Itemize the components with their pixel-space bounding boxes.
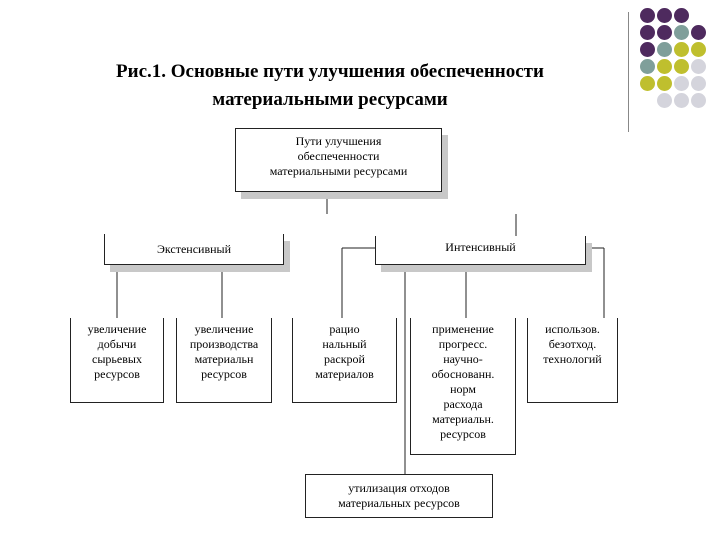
leaf-line: увеличение <box>87 322 147 336</box>
leaf-node-increase-production: увеличение производства материальн ресур… <box>176 318 272 403</box>
root-node-line: материальными ресурсами <box>269 164 408 178</box>
decor-dot <box>640 8 655 23</box>
decor-dot <box>640 76 655 91</box>
decor-dot <box>657 93 672 108</box>
leaf-node-progressive-norms: применение прогресс. научно- обоснованн.… <box>410 318 516 455</box>
decor-divider <box>628 12 629 132</box>
leaf-node-rational-cutting: рацио нальный раскрой материалов <box>292 318 397 403</box>
leaf-line: нальный <box>322 337 367 351</box>
leaf-line: ресурсов <box>94 367 140 381</box>
decor-dot <box>674 25 689 40</box>
root-node-line: обеспеченности <box>297 149 380 163</box>
decor-dot <box>657 42 672 57</box>
decor-dot <box>657 8 672 23</box>
leaf-line: производства <box>189 337 259 351</box>
leaf-line: безотход. <box>548 337 597 351</box>
leaf-line: норм <box>450 382 476 396</box>
decor-dot <box>657 76 672 91</box>
leaf-line: научно- <box>443 352 483 366</box>
bottom-node-waste-utilization: утилизация отходов материальных ресурсов <box>305 474 493 518</box>
decor-dot <box>640 25 655 40</box>
leaf-line: рацио <box>329 322 360 336</box>
intensive-node: Интенсивный <box>375 236 586 265</box>
figure-title-line2: материальными ресурсами <box>212 89 448 110</box>
decor-dot <box>674 76 689 91</box>
root-node-line: Пути улучшения <box>295 134 382 148</box>
leaf-line: материальн. <box>432 412 494 426</box>
leaf-line: увеличение <box>194 322 254 336</box>
leaf-line: материальн <box>194 352 254 366</box>
intensive-label: Интенсивный <box>445 240 516 254</box>
leaf-line: технологий <box>543 352 602 366</box>
decor-dot <box>691 25 706 40</box>
leaf-line: добычи <box>97 337 137 351</box>
decor-dot <box>640 59 655 74</box>
decor-dot <box>657 59 672 74</box>
leaf-line: материалов <box>315 367 374 381</box>
bottom-node-line: утилизация отходов <box>348 481 450 495</box>
leaf-line: применение <box>432 322 494 336</box>
leaf-node-waste-free-tech: использов. безотход. технологий <box>527 318 618 403</box>
decor-dot <box>674 8 689 23</box>
decor-dot <box>674 42 689 57</box>
leaf-line: использов. <box>545 322 600 336</box>
figure-title: Рис.1. Основные пути улучшения обеспечен… <box>60 58 600 114</box>
decor-dot <box>691 93 706 108</box>
root-node: Пути улучшения обеспеченности материальн… <box>235 128 442 192</box>
extensive-label: Экстенсивный <box>156 242 232 256</box>
decor-dot <box>640 42 655 57</box>
decor-dot <box>691 59 706 74</box>
leaf-line: раскрой <box>324 352 365 366</box>
bottom-node-line: материальных ресурсов <box>338 496 460 510</box>
leaf-line: расхода <box>443 397 483 411</box>
decor-dot <box>657 25 672 40</box>
figure-title-line1: Рис.1. Основные пути улучшения обеспечен… <box>116 61 544 82</box>
decor-dot <box>691 76 706 91</box>
extensive-node: Экстенсивный <box>104 234 284 265</box>
leaf-line: прогресс. <box>438 337 488 351</box>
leaf-node-increase-extraction: увеличение добычи сырьевых ресурсов <box>70 318 164 403</box>
decor-dot <box>674 93 689 108</box>
leaf-line: обоснованн. <box>431 367 495 381</box>
decor-dot <box>674 59 689 74</box>
leaf-line: ресурсов <box>201 367 247 381</box>
decor-dot <box>691 42 706 57</box>
leaf-line: ресурсов <box>440 427 486 441</box>
leaf-line: сырьевых <box>92 352 142 366</box>
